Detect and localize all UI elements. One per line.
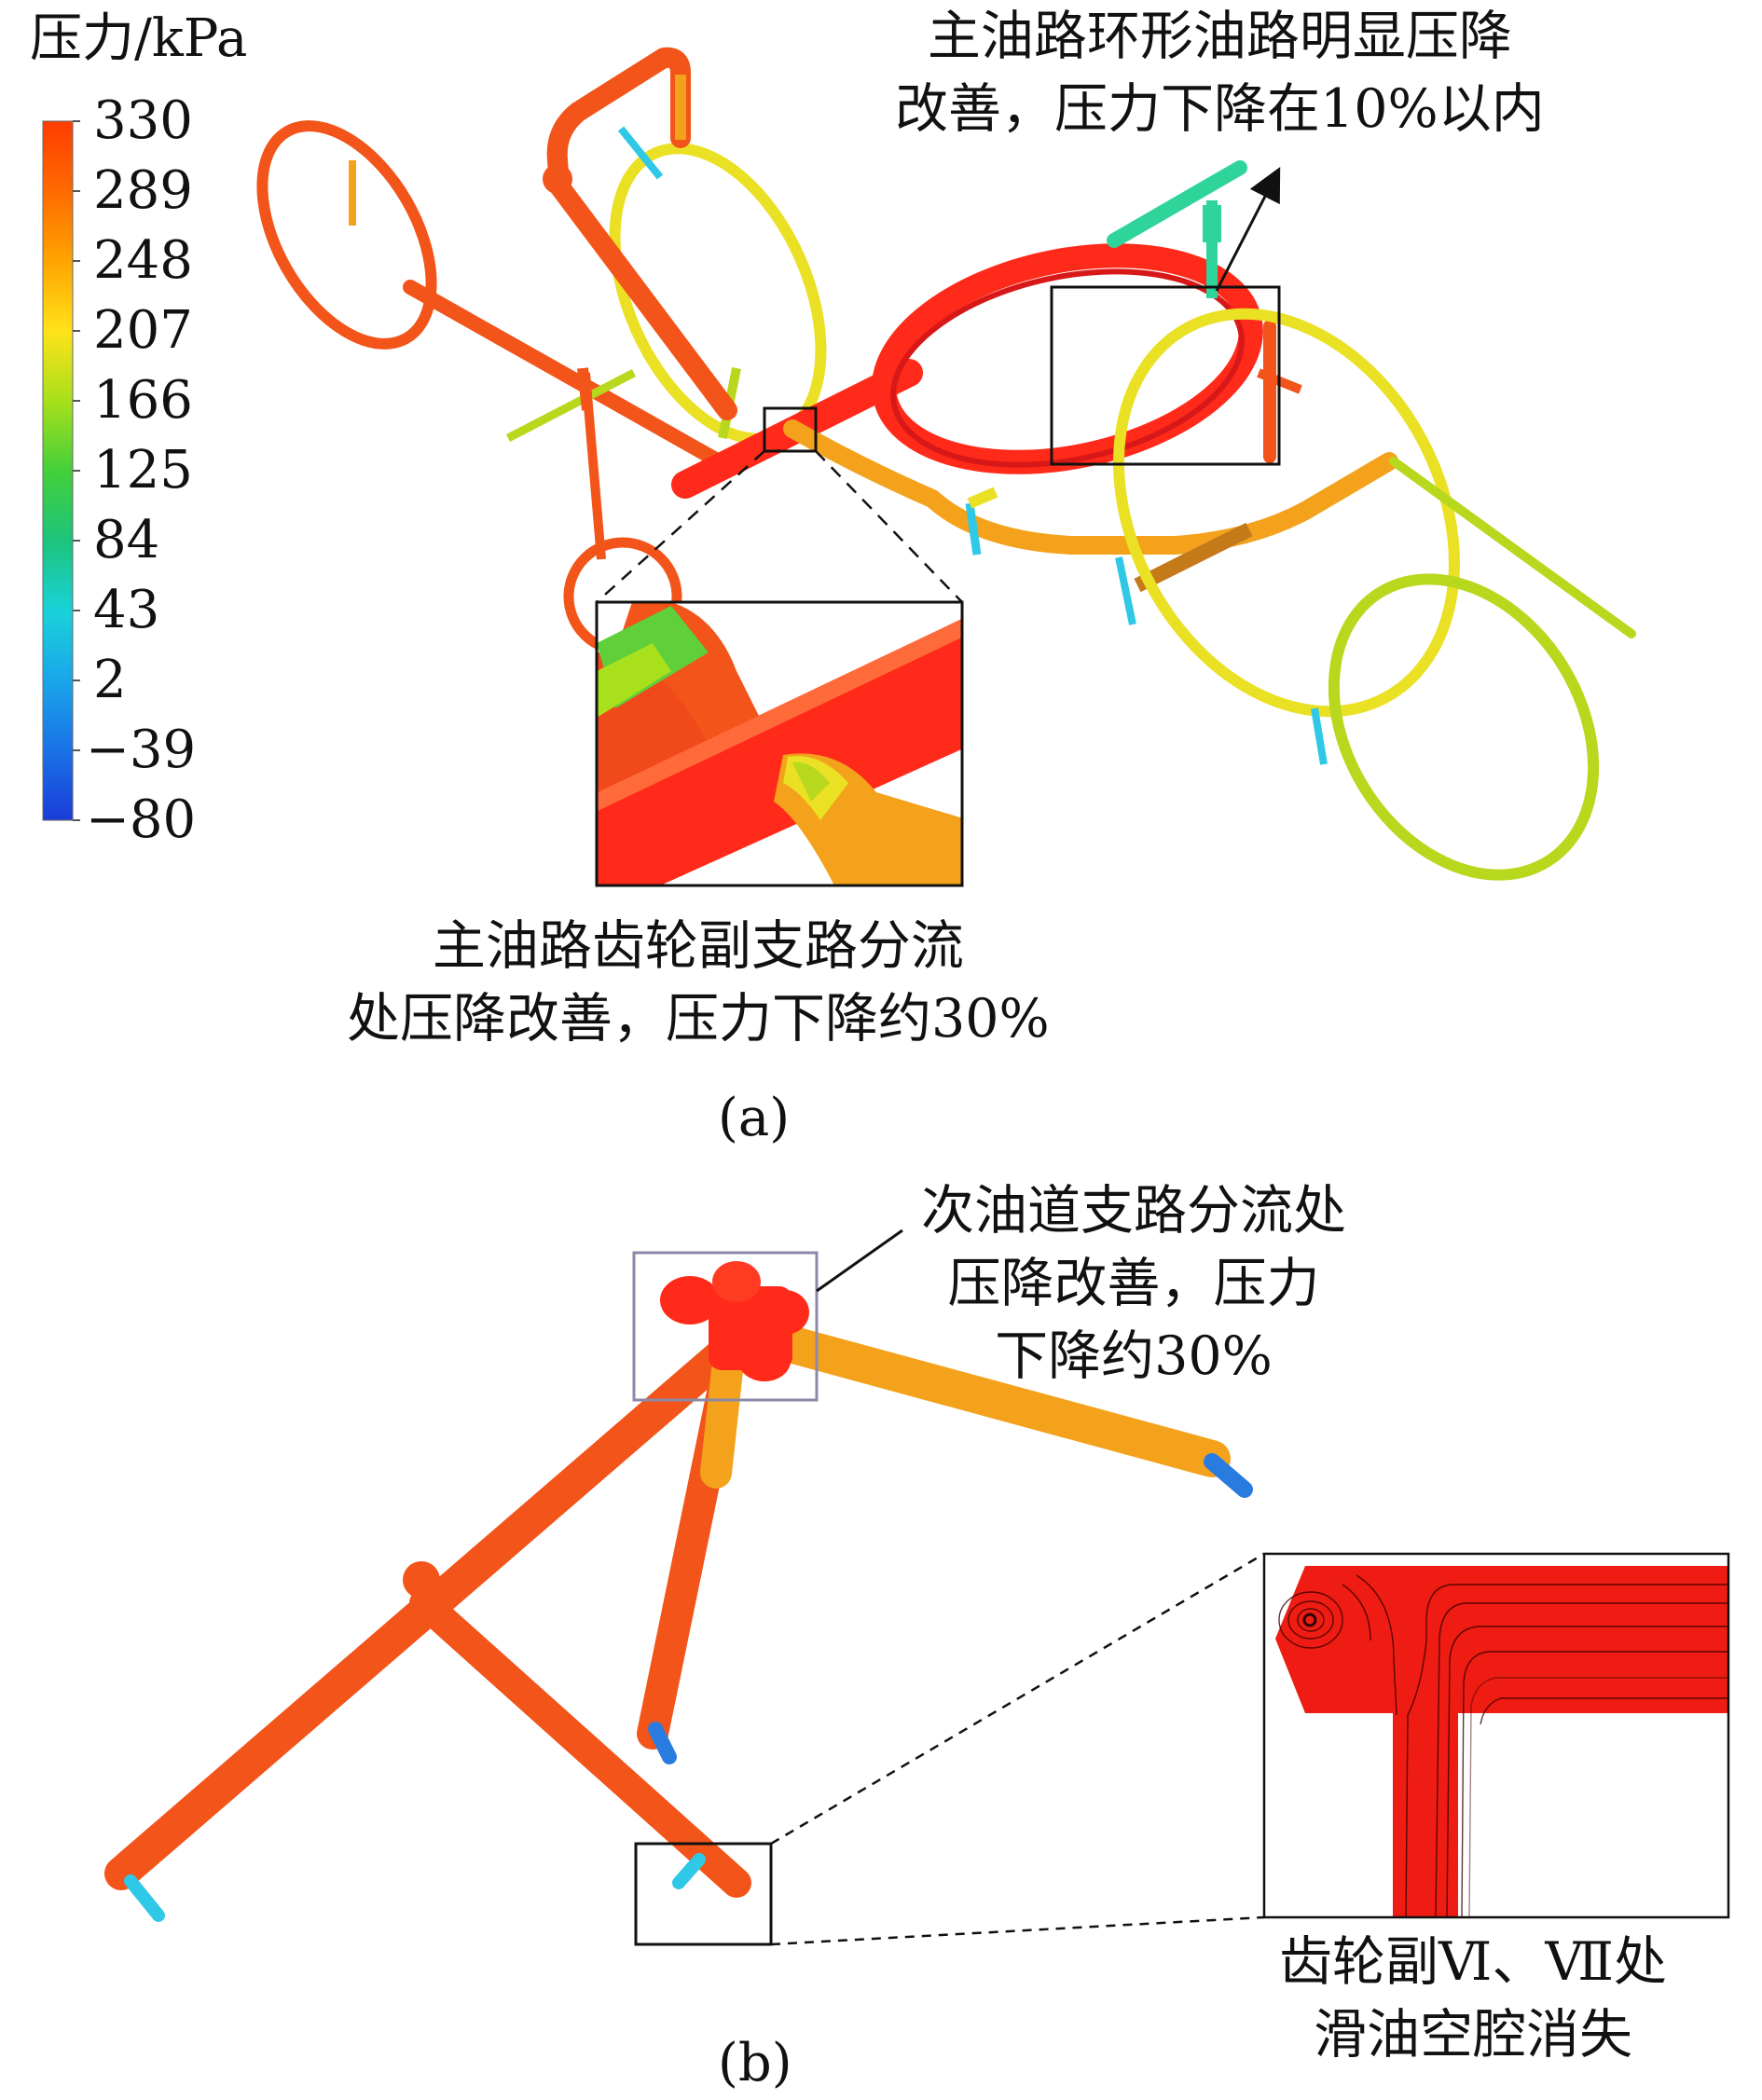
junction-zoom-inset bbox=[597, 602, 962, 885]
mid-branch-pipe bbox=[409, 1588, 751, 1898]
left-branch-pipe bbox=[403, 280, 735, 474]
gear-branch-annotation: 主油路齿轮副支路分流 处压降改善，压力下降约30% bbox=[347, 910, 1050, 1055]
secondary-branch-annotation-line-2: 压降改善，压力 bbox=[947, 1253, 1320, 1314]
lower-right-ring bbox=[1328, 573, 1600, 881]
legend-title: 压力/kPa bbox=[30, 8, 248, 69]
panel-b-pipe-network bbox=[104, 1228, 1730, 1946]
legend-tick-label: 43 bbox=[93, 580, 160, 640]
ring-annotation-line-1: 主油路环形油路明显压降 bbox=[927, 6, 1512, 67]
legend-tick-label: 2 bbox=[93, 650, 127, 710]
panel-b-caption: (b) bbox=[718, 2033, 792, 2093]
legend-tick-marks bbox=[73, 120, 80, 821]
secondary-branch-annotation-line-3: 下降约30% bbox=[995, 1325, 1273, 1387]
legend-tick-label: 125 bbox=[93, 440, 193, 501]
pressure-legend bbox=[42, 120, 80, 821]
ring-annotation: 主油路环形油路明显压降 改善，压力下降在10%以内 bbox=[895, 0, 1545, 145]
legend-tick-label: 248 bbox=[93, 230, 193, 291]
secondary-branch-annotation: 次油道支路分流处 压降改善，压力 下降约30% bbox=[921, 1174, 1346, 1393]
left-ring bbox=[256, 120, 437, 350]
legend-tick-label: 166 bbox=[93, 370, 193, 431]
legend-colorbar bbox=[42, 120, 74, 821]
top-hook-pipe bbox=[546, 47, 737, 420]
legend-tick-label: 207 bbox=[93, 300, 193, 361]
panel-a-caption: (a) bbox=[718, 1088, 791, 1148]
legend-tick-label: 330 bbox=[93, 90, 193, 151]
right-branch-pipe bbox=[764, 1324, 1231, 1477]
branch-highlight-box bbox=[632, 1251, 819, 1402]
secondary-branch-annotation-line-1: 次油道支路分流处 bbox=[921, 1180, 1346, 1242]
legend-tick-label: −39 bbox=[86, 720, 197, 780]
legend-tick-label: −80 bbox=[86, 789, 197, 850]
ring-annotation-line-2: 改善，压力下降在10%以内 bbox=[895, 78, 1545, 140]
ring-highlight-box bbox=[1050, 285, 1281, 466]
cavity-zoom-inset bbox=[1264, 1554, 1728, 1917]
main-orange-pipe bbox=[783, 419, 1398, 555]
legend-tick-label: 84 bbox=[93, 510, 160, 570]
cavity-annotation-line-2: 滑油空腔消失 bbox=[1313, 2004, 1632, 2066]
right-yellow-ring bbox=[1113, 308, 1460, 718]
legend-tick-label: 289 bbox=[93, 160, 193, 221]
ring-annotation-arrow bbox=[1215, 166, 1281, 292]
cavity-annotation-line-1: 齿轮副Ⅵ、Ⅶ处 bbox=[1279, 1931, 1667, 1993]
cavity-annotation: 齿轮副Ⅵ、Ⅶ处 滑油空腔消失 bbox=[1279, 1926, 1667, 2071]
branch-annotation-leader bbox=[816, 1228, 903, 1293]
gear-highlight-box bbox=[634, 1842, 773, 1946]
panel-a-pipe-network bbox=[256, 47, 1636, 887]
red-junction-cluster bbox=[660, 1261, 809, 1381]
gear-branch-annotation-line-2: 处压降改善，压力下降约30% bbox=[347, 988, 1050, 1050]
gear-branch-annotation-line-1: 主油路齿轮副支路分流 bbox=[432, 915, 964, 977]
junction-highlight-box bbox=[763, 406, 818, 453]
teal-top-bar bbox=[1107, 160, 1247, 248]
